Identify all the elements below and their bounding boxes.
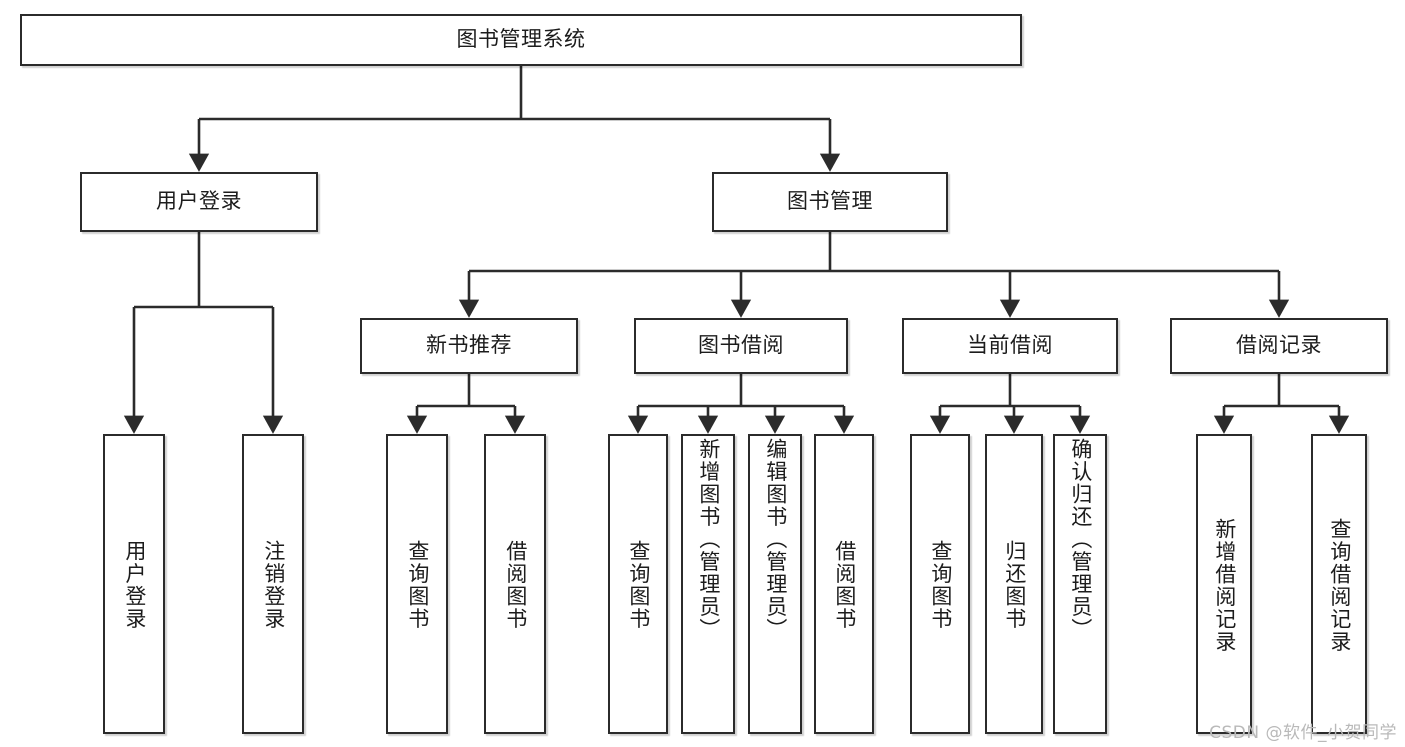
node-leaf-return-book[interactable]: 归还图书 [985, 434, 1043, 734]
node-leaf-borrow-book-2[interactable]: 借阅图书 [814, 434, 874, 734]
node-leaf-query-book-1[interactable]: 查询图书 [386, 434, 448, 734]
node-book-manage-label: 图书管理 [787, 189, 873, 214]
node-book-borrow-label: 图书借阅 [698, 333, 784, 358]
node-book-borrow[interactable]: 图书借阅 [634, 318, 848, 374]
node-leaf-query-book-2[interactable]: 查询图书 [608, 434, 668, 734]
node-borrow-record[interactable]: 借阅记录 [1170, 318, 1388, 374]
node-leaf-query-borrow-record-label: 查询借阅记录 [1327, 517, 1352, 653]
node-leaf-add-borrow-record[interactable]: 新增借阅记录 [1196, 434, 1252, 734]
node-leaf-add-book-label: 新增图书（管理员） [696, 438, 721, 641]
node-borrow-record-label: 借阅记录 [1236, 333, 1322, 358]
node-leaf-query-book-1-label: 查询图书 [405, 540, 430, 630]
node-leaf-confirm-return[interactable]: 确认归还（管理员） [1053, 434, 1107, 734]
node-root-label: 图书管理系统 [456, 27, 586, 52]
node-leaf-return-book-label: 归还图书 [1002, 540, 1027, 630]
node-leaf-borrow-book-2-label: 借阅图书 [832, 540, 857, 630]
node-user-login-label: 用户登录 [156, 189, 242, 214]
node-leaf-add-borrow-record-label: 新增借阅记录 [1212, 517, 1237, 653]
node-leaf-edit-book[interactable]: 编辑图书（管理员） [748, 434, 802, 734]
node-leaf-borrow-book-1[interactable]: 借阅图书 [484, 434, 546, 734]
node-leaf-add-book[interactable]: 新增图书（管理员） [681, 434, 735, 734]
node-leaf-user-logout-label: 注销登录 [261, 540, 286, 630]
node-leaf-borrow-book-1-label: 借阅图书 [503, 540, 528, 630]
node-new-book-recommend-label: 新书推荐 [426, 333, 512, 358]
csdn-watermark: CSDN @软件_小贺同学 [1209, 723, 1397, 743]
node-root[interactable]: 图书管理系统 [20, 14, 1022, 66]
node-leaf-user-login-label: 用户登录 [122, 540, 147, 630]
node-leaf-query-book-3[interactable]: 查询图书 [910, 434, 970, 734]
node-leaf-edit-book-label: 编辑图书（管理员） [763, 438, 788, 641]
node-leaf-user-logout[interactable]: 注销登录 [242, 434, 304, 734]
node-book-manage[interactable]: 图书管理 [712, 172, 948, 232]
node-user-login[interactable]: 用户登录 [80, 172, 318, 232]
node-leaf-query-book-3-label: 查询图书 [928, 540, 953, 630]
node-current-borrow-label: 当前借阅 [967, 333, 1053, 358]
node-leaf-query-book-2-label: 查询图书 [626, 540, 651, 630]
node-leaf-query-borrow-record[interactable]: 查询借阅记录 [1311, 434, 1367, 734]
node-leaf-confirm-return-label: 确认归还（管理员） [1068, 438, 1093, 641]
node-leaf-user-login[interactable]: 用户登录 [103, 434, 165, 734]
node-new-book-recommend[interactable]: 新书推荐 [360, 318, 578, 374]
node-current-borrow[interactable]: 当前借阅 [902, 318, 1118, 374]
